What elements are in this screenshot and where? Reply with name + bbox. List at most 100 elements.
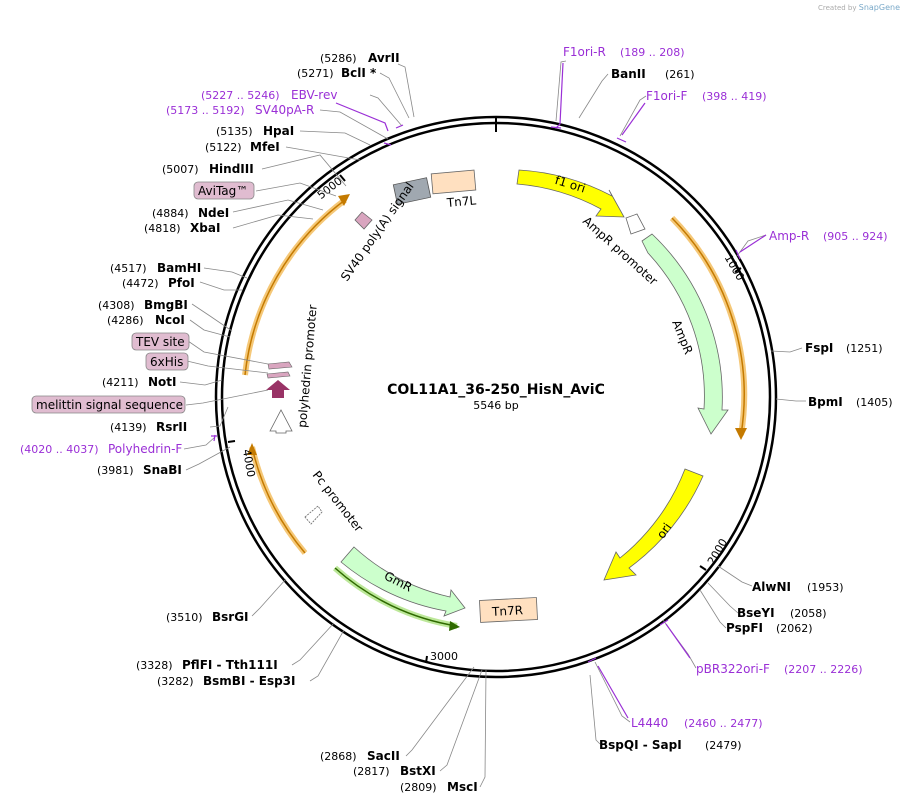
svg-text:(3328): (3328) xyxy=(136,659,173,672)
svg-text:(3282): (3282) xyxy=(157,675,194,688)
svg-text:BstXI: BstXI xyxy=(400,764,436,778)
enzyme-bstxi: (2817) BstXI xyxy=(353,764,436,778)
feature-sv40 xyxy=(392,177,432,205)
svg-text:(2062): (2062) xyxy=(776,622,813,635)
svg-text:(4472): (4472) xyxy=(122,277,159,290)
enzyme-bseyi: BseYI (2058) xyxy=(737,606,827,620)
svg-text:BmgBI: BmgBI xyxy=(144,298,188,312)
tick-2000: 2000 xyxy=(705,536,730,567)
svg-text:F1ori-F: F1ori-F xyxy=(646,89,687,103)
svg-text:(398 .. 419): (398 .. 419) xyxy=(702,90,767,103)
primer-pbr322ori-f: pBR322ori-F(2207 .. 2226) xyxy=(696,662,863,676)
enzyme-bmgbi: (4308) BmgBI xyxy=(98,298,188,312)
feature-tn7r xyxy=(479,597,538,623)
feature-sv40-arrow xyxy=(354,211,373,230)
svg-text:(3981): (3981) xyxy=(97,464,134,477)
label-sv40: SV40 poly(A) signal xyxy=(338,180,417,284)
enzyme-bamhi: (4517) BamHI xyxy=(110,261,201,275)
svg-text:(2817): (2817) xyxy=(353,765,390,778)
svg-text:melittin signal sequence: melittin signal sequence xyxy=(36,398,183,412)
primer-labels: (5227 .. 5246)EBV-rev (5173 .. 5192)SV40… xyxy=(20,45,888,730)
enzyme-hindiii: (5007)HindIII xyxy=(162,162,254,176)
svg-text:BspQI - SapI: BspQI - SapI xyxy=(599,738,682,752)
svg-text:EBV-rev: EBV-rev xyxy=(291,88,337,102)
boxed-6xhis: 6xHis xyxy=(145,352,189,371)
primer-sv40pa-r: (5173 .. 5192)SV40pA-R xyxy=(166,103,314,117)
feature-ori xyxy=(603,468,704,581)
credit-brand: SnapGene xyxy=(858,3,900,12)
enzyme-pfoi: (4472) PfoI xyxy=(122,276,195,290)
svg-text:BpmI: BpmI xyxy=(808,395,843,409)
svg-text:PflFI - Tth111I: PflFI - Tth111I xyxy=(182,658,278,672)
svg-text:XbaI: XbaI xyxy=(190,221,220,235)
boxed-melittin: melittin signal sequence xyxy=(31,395,186,414)
enzyme-labels: (5286)AvrII (5271)BclI * (5135)HpaI (512… xyxy=(97,51,893,794)
enzyme-ndei: (4884)NdeI xyxy=(152,206,229,220)
enzyme-msci: (2809)MscI xyxy=(400,780,478,794)
enzyme-bpmi: BpmI(1405) xyxy=(808,395,893,409)
svg-text:(261): (261) xyxy=(665,68,695,81)
svg-text:(3510): (3510) xyxy=(166,611,203,624)
feature-pc-promoter xyxy=(304,505,323,525)
svg-text:(1953): (1953) xyxy=(807,581,844,594)
enzyme-hpai: (5135) HpaI xyxy=(216,124,294,138)
enzyme-pflfi: (3328) PflFI - Tth111I xyxy=(136,658,278,672)
svg-text:(189 .. 208): (189 .. 208) xyxy=(620,46,685,59)
svg-text:NotI: NotI xyxy=(148,375,177,389)
svg-text:BseYI: BseYI xyxy=(737,606,775,620)
primer-polyhedrin-f: (4020 .. 4037)Polyhedrin-F xyxy=(20,442,182,456)
plasmid-name: COL11A1_36-250_HisN_AviC xyxy=(387,382,605,398)
enzyme-noti: (4211)NotI xyxy=(102,375,177,389)
svg-text:PspFI: PspFI xyxy=(726,621,763,635)
svg-text:BamHI: BamHI xyxy=(157,261,201,275)
orf-left-upper xyxy=(242,197,347,376)
svg-text:(4818): (4818) xyxy=(144,222,181,235)
svg-text:SnaBI: SnaBI xyxy=(143,463,182,477)
orf-arcs xyxy=(242,194,748,631)
svg-text:(4286): (4286) xyxy=(107,314,144,327)
credit-prefix: Created by xyxy=(818,4,857,12)
enzyme-fspi: FspI(1251) xyxy=(805,341,883,355)
svg-text:MfeI: MfeI xyxy=(250,140,280,154)
feature-f1-ori xyxy=(516,169,625,218)
svg-text:PfoI: PfoI xyxy=(168,276,195,290)
svg-text:(4308): (4308) xyxy=(98,299,135,312)
svg-text:AviTag™: AviTag™ xyxy=(198,184,248,198)
enzyme-rsrii: (4139)RsrII xyxy=(110,420,187,434)
label-pc: Pc promoter xyxy=(310,468,366,534)
svg-text:(5271): (5271) xyxy=(297,67,334,80)
svg-text:(5135): (5135) xyxy=(216,125,253,138)
primer-markers xyxy=(211,62,767,719)
svg-text:Polyhedrin-F: Polyhedrin-F xyxy=(108,442,182,456)
feature-6xhis-arrow xyxy=(266,371,291,379)
label-tn7r: Tn7R xyxy=(491,603,524,619)
tick-4000: 4000 xyxy=(240,448,258,478)
svg-text:SV40pA-R: SV40pA-R xyxy=(255,103,314,117)
svg-text:HpaI: HpaI xyxy=(263,124,294,138)
feature-melittin-arrow xyxy=(266,380,290,398)
svg-text:pBR322ori-F: pBR322ori-F xyxy=(696,662,770,676)
svg-text:(4517): (4517) xyxy=(110,262,147,275)
svg-text:6xHis: 6xHis xyxy=(150,355,183,369)
svg-text:(5122): (5122) xyxy=(205,141,242,154)
plasmid-length: 5546 bp xyxy=(473,399,518,412)
svg-text:BsrGI: BsrGI xyxy=(212,610,249,624)
tick-3000: 3000 xyxy=(430,650,458,663)
svg-text:BsmBI - Esp3I: BsmBI - Esp3I xyxy=(203,674,295,688)
svg-text:MscI: MscI xyxy=(447,780,478,794)
svg-text:F1ori-R: F1ori-R xyxy=(563,45,606,59)
svg-text:Amp-R: Amp-R xyxy=(769,229,809,243)
svg-text:NcoI: NcoI xyxy=(155,313,185,327)
svg-text:NdeI: NdeI xyxy=(198,206,229,220)
features xyxy=(266,169,729,623)
svg-text:(905 .. 924): (905 .. 924) xyxy=(823,230,888,243)
leader-lines xyxy=(179,60,806,788)
svg-text:(2460 .. 2477): (2460 .. 2477) xyxy=(684,717,763,730)
primer-f1ori-f: F1ori-F (398 .. 419) xyxy=(646,89,767,103)
enzyme-banii: BanII(261) xyxy=(611,67,695,81)
svg-text:RsrII: RsrII xyxy=(156,420,187,434)
svg-text:(2058): (2058) xyxy=(790,607,827,620)
svg-text:(2479): (2479) xyxy=(705,739,742,752)
enzyme-mfei: (5122) MfeI xyxy=(205,140,280,154)
